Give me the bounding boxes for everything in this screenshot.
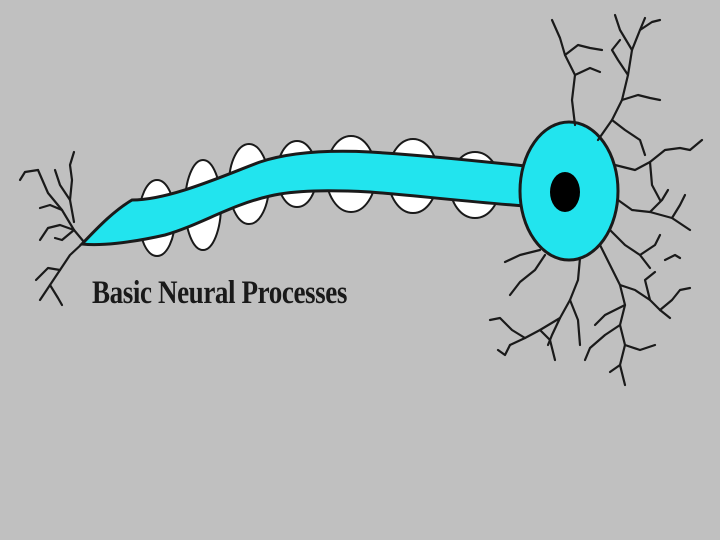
slide-title: Basic Neural Processes [92, 277, 347, 310]
nucleus [550, 172, 580, 212]
